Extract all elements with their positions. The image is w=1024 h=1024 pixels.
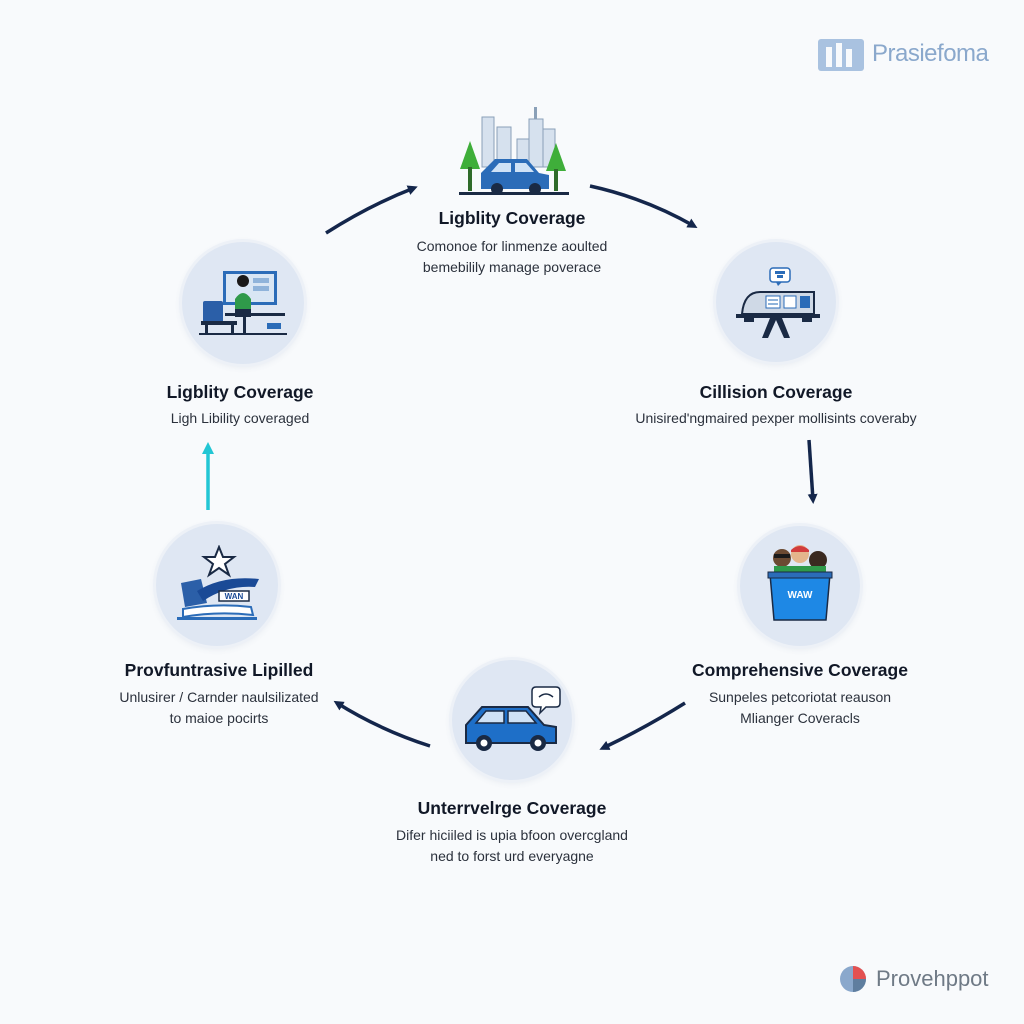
stage-desc-line: Ligh Libility coveraged — [170, 410, 310, 426]
brand-top: Prasiefoma — [818, 34, 989, 74]
arrow-bottom-to-bottom-left — [333, 700, 431, 748]
stage-title-bottom: Unterrvelrge Coverage — [417, 798, 607, 818]
stage-circle-bottom-left: WAN — [156, 524, 278, 646]
stage-desc-line: to maioe pocirts — [169, 710, 269, 726]
stage-desc-line: Unlusirer / Carnder naulsilizated — [119, 689, 319, 705]
stage-desc-top: Comonoe for linmenze aoulted bemebilily … — [382, 236, 642, 278]
stage-title-bottom-right: Comprehensive Coverage — [692, 660, 908, 680]
stage-desc-line: Sunpeles petcoriotat reauson — [708, 689, 892, 705]
stage-desc-line: Mlianger Coveracls — [740, 710, 860, 726]
stage-desc-bottom: Difer hiciiled is upia bfoon overcgland … — [372, 825, 652, 867]
board-label: WAN — [225, 592, 244, 601]
stage-desc-left: Ligh Libility coveraged — [130, 408, 350, 429]
bar-chart-logo-icon — [818, 39, 864, 71]
brand-top-name: Prasiefoma — [872, 40, 989, 67]
stage-title-top: Ligblity Coverage — [438, 208, 586, 228]
stage-desc-line: ned to forst urd everyagne — [430, 848, 594, 864]
arrow-left-to-top — [325, 185, 418, 235]
stage-circle-right — [716, 242, 836, 362]
stage-desc-bottom-right: Sunpeles petcoriotat reauson Mlianger Co… — [680, 687, 920, 729]
stage-desc-line: Unisired'ngmaired pexper mollisints cove… — [635, 410, 917, 426]
stage-desc-right: Unisired'ngmaired pexper mollisints cove… — [606, 408, 946, 429]
stage-desc-line: bemebilily manage poverace — [422, 259, 602, 275]
stage-title-left: Ligblity Coverage — [166, 382, 314, 402]
brand-bottom: Provehppot — [838, 962, 989, 996]
stage-title-right: Cillision Coverage — [699, 382, 853, 402]
stage-circle-left — [182, 242, 304, 364]
city-car-icon — [459, 107, 569, 195]
brand-bottom-name: Provehppot — [876, 966, 989, 991]
stage-desc-line: Difer hiciiled is upia bfoon overcgland — [396, 827, 628, 843]
machine-station-icon — [736, 267, 820, 338]
stage-circle-bottom-right: WAW — [740, 526, 860, 646]
arrow-bottom-right-to-bottom — [599, 701, 686, 750]
stage-desc-bottom-left: Unlusirer / Carnder naulsilizated to mai… — [99, 687, 339, 729]
stage-circle-bottom — [452, 660, 572, 780]
person-computer-icon — [199, 271, 287, 335]
bin-label: WAW — [788, 590, 814, 601]
stage-desc-line: Comonoe for linmenze aoulted — [416, 238, 608, 254]
star-document-icon: WAN — [177, 545, 259, 620]
stage-title-bottom-left: Provfuntrasive Lipilled — [124, 660, 314, 680]
pie-logo-icon — [840, 966, 866, 992]
people-bin-icon: WAW — [767, 545, 833, 621]
car-chat-icon — [465, 686, 561, 751]
arrow-top-to-right — [589, 184, 698, 228]
arrow-right-to-bottom-right — [807, 439, 818, 504]
